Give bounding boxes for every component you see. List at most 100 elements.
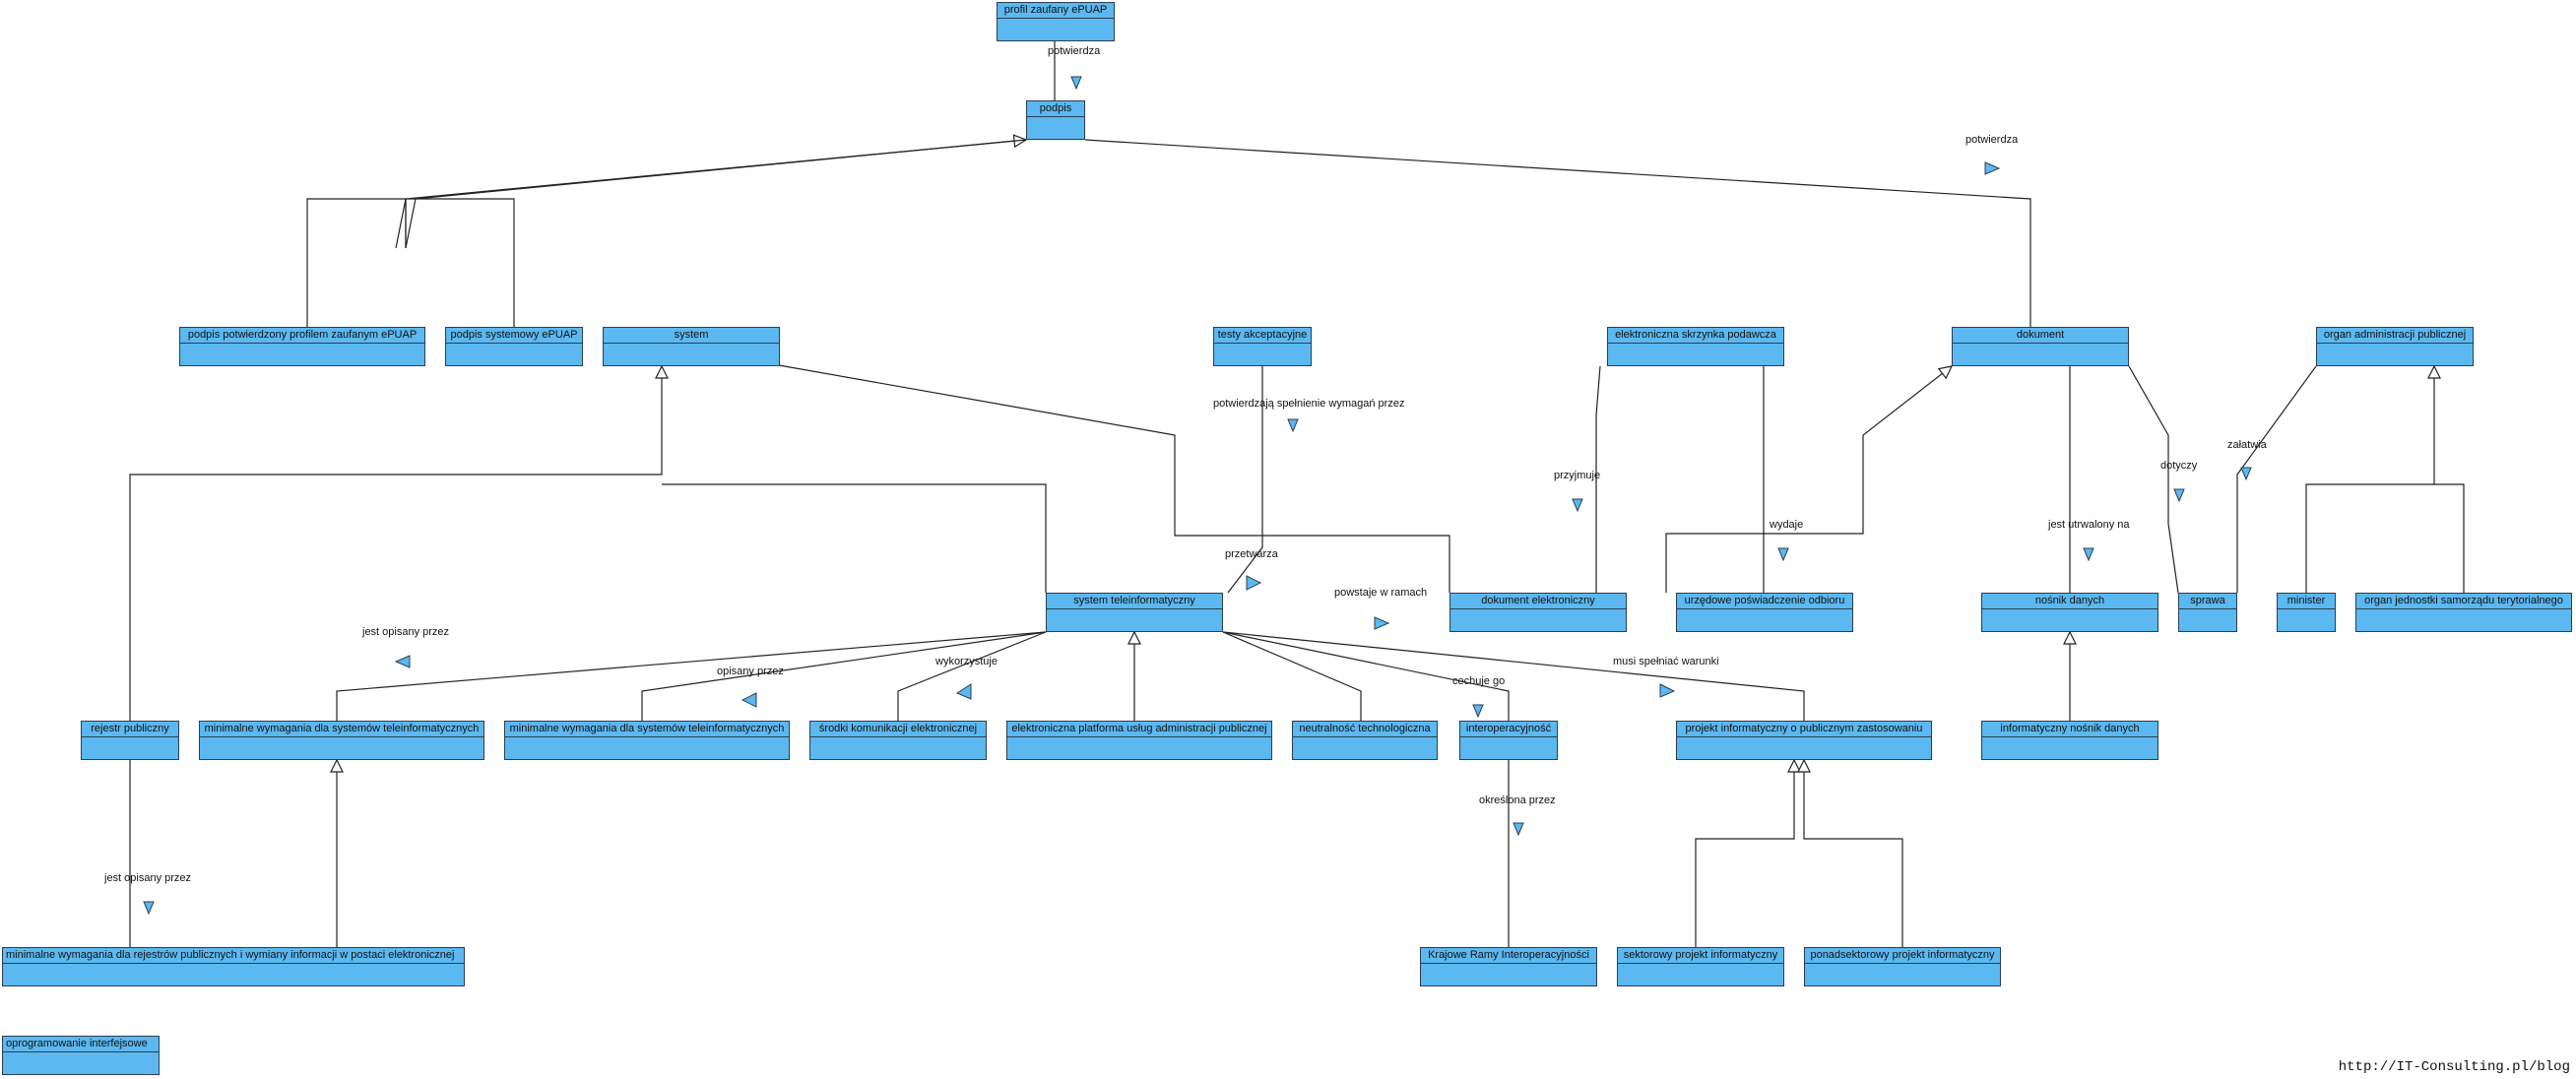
node-projekt-informatyczny[interactable]: projekt informatyczny o publicznym zasto… (1676, 721, 1932, 760)
direction-arrow-down (143, 901, 155, 916)
node-label: sprawa (2179, 594, 2236, 609)
node-elektroniczna-platforma[interactable]: elektroniczna platforma usług administra… (1006, 721, 1272, 760)
node-krajowe-ramy[interactable]: Krajowe Ramy Interoperacyjności (1420, 947, 1597, 986)
edge-label: jest opisany przez (362, 626, 450, 638)
node-label: minimalne wymagania dla systemów teleinf… (200, 722, 483, 737)
node-label: neutralność technologiczna (1293, 722, 1437, 737)
node-podpis[interactable]: podpis (1026, 100, 1085, 140)
direction-arrow-right (1659, 683, 1676, 698)
edge-label: załatwia (2227, 439, 2267, 451)
node-label: elektroniczna platforma usług administra… (1007, 722, 1271, 737)
node-neutralnosc[interactable]: neutralność technologiczna (1292, 721, 1438, 760)
node-minimalne-wymagania-1[interactable]: minimalne wymagania dla systemów teleinf… (199, 721, 484, 760)
edge-systele-srodki (897, 631, 1047, 721)
edge-label: opisany przez (717, 666, 784, 677)
node-minister[interactable]: minister (2277, 593, 2336, 632)
node-podpis-potwierdzony[interactable]: podpis potwierdzony profilem zaufanym eP… (179, 327, 425, 366)
edge-skrzynka-dokel (1595, 365, 1601, 593)
edge-gen-organ-children (2305, 483, 2465, 593)
edge-label: potwierdza (1965, 134, 2019, 146)
node-label: testy akceptacyjne (1214, 328, 1311, 344)
node-ponadsektorowy-projekt[interactable]: ponadsektorowy projekt informatyczny (1804, 947, 2001, 986)
node-minimalne-wymagania-rejestrow[interactable]: minimalne wymagania dla rejestrów public… (2, 947, 465, 986)
node-label: oprogramowanie interfejsowe (3, 1037, 159, 1052)
node-label: podpis potwierdzony profilem zaufanym eP… (180, 328, 424, 344)
direction-arrow-down (1070, 76, 1082, 91)
node-label: Krajowe Ramy Interoperacyjności (1421, 948, 1596, 964)
edge-systele-neutral (1222, 631, 1362, 721)
edge-testy-systele (1227, 366, 1263, 594)
edge-label: jest utrwalony na (2048, 519, 2130, 531)
node-urzedowe-poswiadczenie[interactable]: urzędowe poświadczenie odbioru (1676, 593, 1853, 632)
edge-label: dotyczy (2160, 460, 2198, 472)
edge-gen-podpis-stub (306, 198, 407, 248)
edge-label: musi spełniać warunki (1613, 656, 1719, 667)
direction-arrow-left (955, 683, 972, 700)
node-sprawa[interactable]: sprawa (2178, 593, 2237, 632)
node-skrzynka-podawcza[interactable]: elektroniczna skrzynka podawcza (1607, 327, 1784, 366)
node-system[interactable]: system (603, 327, 780, 366)
edge-dokument-sprawa (2128, 365, 2179, 594)
edge-gen-podpis-b (395, 139, 1027, 249)
node-organ-administracji[interactable]: organ administracji publicznej (2316, 327, 2474, 366)
edge-label: potwierdza (1048, 45, 1101, 57)
edge-label: powstaje w ramach (1334, 587, 1428, 599)
node-podpis-systemowy[interactable]: podpis systemowy ePUAP (445, 327, 583, 366)
edge-podpis-dokument (1084, 139, 2031, 327)
node-label: minister (2278, 594, 2335, 609)
node-label: system (604, 328, 779, 344)
edge-label: jest opisany przez (104, 872, 192, 884)
edge-gen-projekt-sektor (1695, 760, 1794, 947)
direction-arrow-down (1513, 822, 1524, 837)
node-organ-jst[interactable]: organ jednostki samorządu terytorialnego (2355, 593, 2572, 632)
node-oprogramowanie-interfejsowe[interactable]: oprogramowanie interfejsowe (2, 1036, 160, 1075)
node-label: dokument (1953, 328, 2128, 344)
node-label: minimalne wymagania dla rejestrów public… (3, 948, 464, 964)
edge-label: przyjmuje (1554, 470, 1601, 481)
direction-arrow-left (394, 655, 411, 668)
node-label: organ administracji publicznej (2317, 328, 2473, 344)
node-dokument[interactable]: dokument (1952, 327, 2129, 366)
direction-arrow-down (1287, 418, 1299, 433)
edge-systele-minwym2 (641, 631, 1047, 721)
node-label: urzędowe poświadczenie odbioru (1677, 594, 1852, 609)
node-label: organ jednostki samorządu terytorialnego (2356, 594, 2571, 609)
direction-arrow-down (1572, 498, 1583, 513)
edge-label: wydaje (1770, 519, 1804, 531)
node-label: dokument elektroniczny (1450, 594, 1626, 609)
edge-gen-system-systele (662, 483, 1047, 593)
direction-arrow-right (1246, 575, 1262, 591)
node-rejestr-publiczny[interactable]: rejestr publiczny (81, 721, 179, 760)
node-sektorowy-projekt[interactable]: sektorowy projekt informatyczny (1617, 947, 1784, 986)
node-label: rejestr publiczny (82, 722, 178, 737)
edge-systele-projekt (1222, 631, 1805, 721)
node-label: profil zaufany ePUAP (998, 3, 1114, 19)
footer-url[interactable]: http://IT-Consulting.pl/blog (2338, 1059, 2570, 1075)
edge-label: potwierdzają spełnienie wymagań przez (1213, 398, 1405, 410)
node-srodki-komunikacji[interactable]: środki komunikacji elektronicznej (809, 721, 987, 760)
node-dokument-elektroniczny[interactable]: dokument elektroniczny (1449, 593, 1627, 632)
node-label: sektorowy projekt informatyczny (1618, 948, 1783, 964)
direction-arrow-down (1472, 704, 1484, 719)
node-label: nośnik danych (1982, 594, 2157, 609)
node-testy-akceptacyjne[interactable]: testy akceptacyjne (1213, 327, 1312, 366)
node-informatyczny-nosnik[interactable]: informatyczny nośnik danych (1981, 721, 2158, 760)
node-interoperacyjnosc[interactable]: interoperacyjność (1459, 721, 1558, 760)
edge-label: cechuje go (1452, 675, 1506, 687)
direction-arrow-down (2173, 488, 2185, 503)
node-label: system teleinformatyczny (1047, 594, 1222, 609)
direction-arrow-down (1777, 547, 1789, 562)
edge-gen-podpis-syst (405, 198, 515, 327)
direction-arrow-right (1984, 161, 2001, 175)
node-system-teleinformatyczny[interactable]: system teleinformatyczny (1046, 593, 1223, 632)
direction-arrow-down (2083, 547, 2094, 562)
edge-gen-projekt-ponad (1804, 760, 1903, 947)
node-profil-zaufany[interactable]: profil zaufany ePUAP (997, 2, 1115, 41)
node-minimalne-wymagania-2[interactable]: minimalne wymagania dla systemów teleinf… (504, 721, 790, 760)
node-label: podpis (1027, 101, 1084, 117)
node-nosnik-danych[interactable]: nośnik danych (1981, 593, 2158, 632)
node-label: minimalne wymagania dla systemów teleinf… (505, 722, 789, 737)
edge-gen-podpis (405, 140, 1026, 249)
node-label: środki komunikacji elektronicznej (810, 722, 986, 737)
